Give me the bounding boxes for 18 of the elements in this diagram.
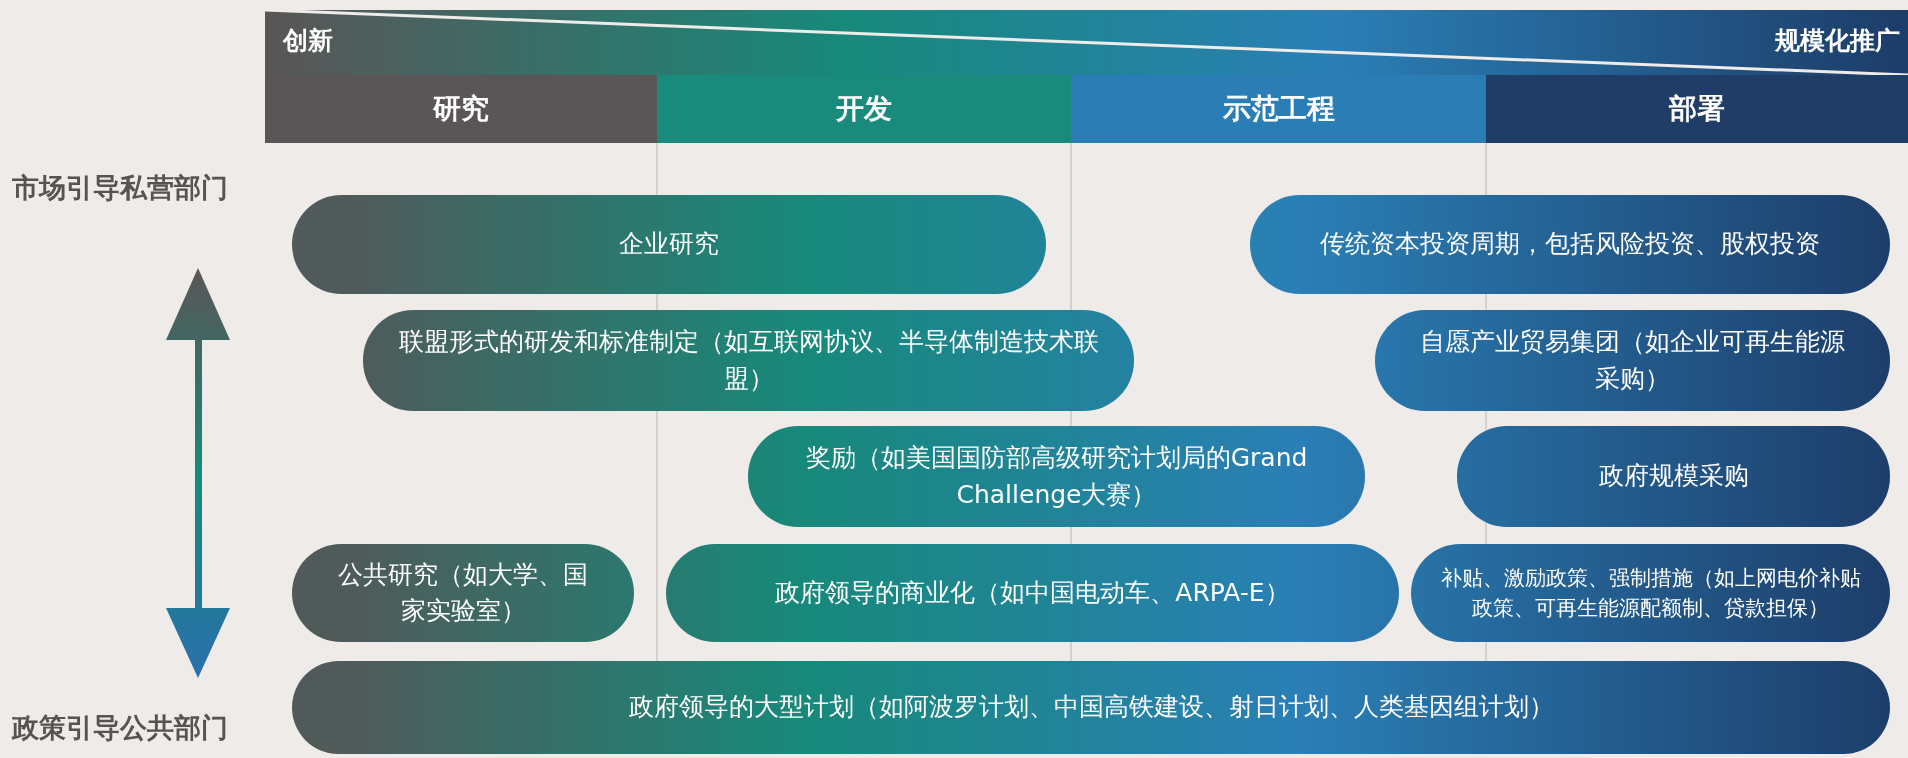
row-label: 政策引导公共部门 xyxy=(12,711,228,745)
column-header: 开发 xyxy=(657,75,1071,143)
category-pill: 奖励（如美国国防部高级研究计划局的Grand Challenge大赛） xyxy=(748,426,1365,527)
category-pill: 公共研究（如大学、国家实验室） xyxy=(292,544,634,642)
banner-label: 规模化推广 xyxy=(1775,25,1900,57)
column-header: 研究 xyxy=(265,75,657,143)
category-pill: 传统资本投资周期，包括风险投资、股权投资 xyxy=(1250,195,1890,294)
category-pill: 政府领导的商业化（如中国电动车、ARPA-E） xyxy=(666,544,1399,642)
category-pill: 企业研究 xyxy=(292,195,1046,294)
category-pill: 政府领导的大型计划（如阿波罗计划、中国高铁建设、射日计划、人类基因组计划） xyxy=(292,661,1890,754)
category-pill: 补贴、激励政策、强制措施（如上网电价补贴政策、可再生能源配额制、贷款担保） xyxy=(1411,544,1890,642)
category-pill: 自愿产业贸易集团（如企业可再生能源采购） xyxy=(1375,310,1890,411)
row-label: 市场引导私营部门 xyxy=(12,171,228,205)
column-header: 示范工程 xyxy=(1071,75,1486,143)
banner-label: 创新 xyxy=(283,25,333,57)
category-pill: 联盟形式的研发和标准制定（如互联网协议、半导体制造技术联盟） xyxy=(363,310,1134,411)
category-pill: 政府规模采购 xyxy=(1457,426,1890,527)
column-header: 部署 xyxy=(1486,75,1908,143)
